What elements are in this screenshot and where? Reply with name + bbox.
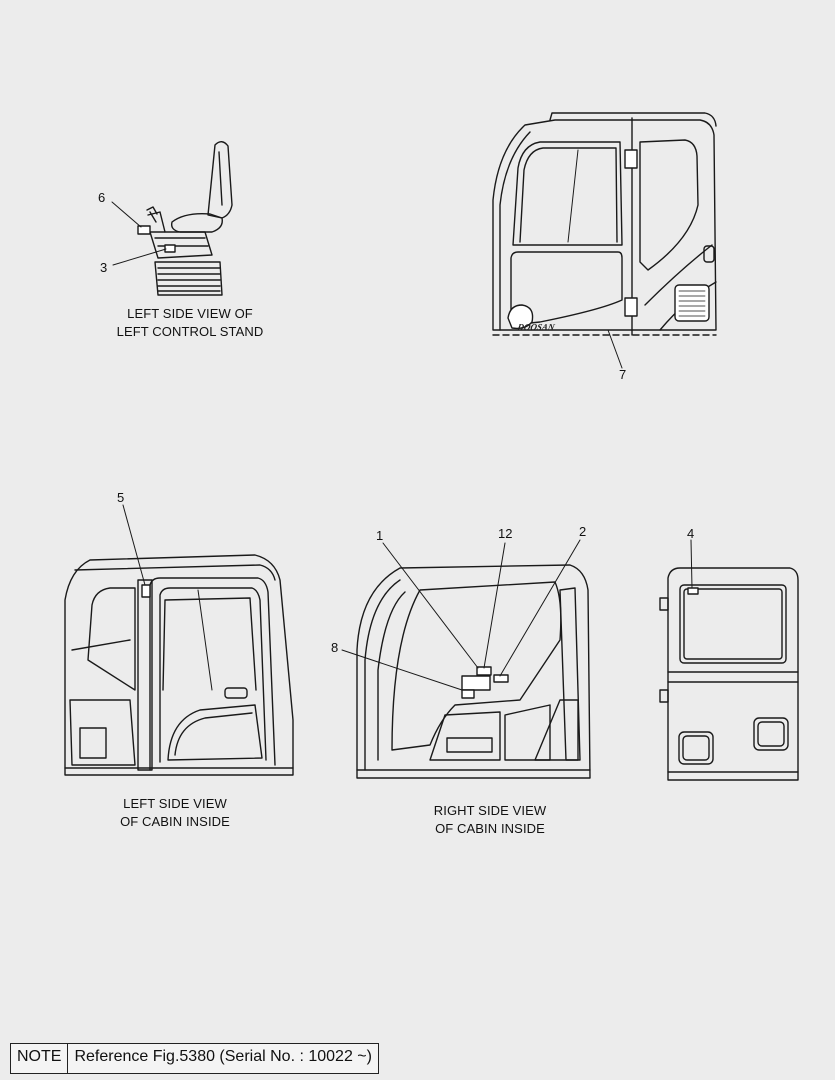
callout-5: 5 bbox=[117, 490, 125, 505]
caption-line: OF CABIN INSIDE bbox=[435, 821, 545, 836]
callout-1: 1 bbox=[376, 528, 384, 543]
caption-right-cabin-inside: RIGHT SIDE VIEW OF CABIN INSIDE bbox=[400, 802, 580, 838]
caption-left-cabin-inside: LEFT SIDE VIEW OF CABIN INSIDE bbox=[85, 795, 265, 831]
caption-line: RIGHT SIDE VIEW bbox=[433, 803, 547, 818]
cabin-rear-illustration bbox=[659, 567, 799, 781]
caption-line: OF CABIN INSIDE bbox=[120, 814, 230, 829]
callout-2: 2 bbox=[579, 524, 587, 539]
caption-line: LEFT CONTROL STAND bbox=[116, 324, 264, 339]
note-label: NOTE bbox=[11, 1044, 69, 1073]
left-cabin-inside-illustration bbox=[64, 554, 294, 776]
callout-12: 12 bbox=[498, 526, 513, 541]
right-cabin-inside-illustration bbox=[356, 564, 591, 779]
cabin-exterior-illustration bbox=[492, 112, 717, 336]
caption-line: LEFT SIDE VIEW bbox=[123, 796, 227, 811]
callout-7: 7 bbox=[619, 367, 627, 382]
callout-8: 8 bbox=[331, 640, 339, 655]
callout-3: 3 bbox=[100, 260, 108, 275]
caption-left-control-stand: LEFT SIDE VIEW OF LEFT CONTROL STAND bbox=[100, 305, 280, 341]
callout-4: 4 bbox=[687, 526, 695, 541]
callout-6: 6 bbox=[98, 190, 106, 205]
reference-note: NOTE Reference Fig.5380 (Serial No. : 10… bbox=[10, 1043, 379, 1074]
brand-logo: DOOSAN bbox=[515, 322, 555, 332]
seat-illustration bbox=[137, 141, 233, 296]
caption-line: LEFT SIDE VIEW OF bbox=[127, 306, 253, 321]
note-text: Reference Fig.5380 (Serial No. : 10022 ~… bbox=[74, 1048, 372, 1065]
